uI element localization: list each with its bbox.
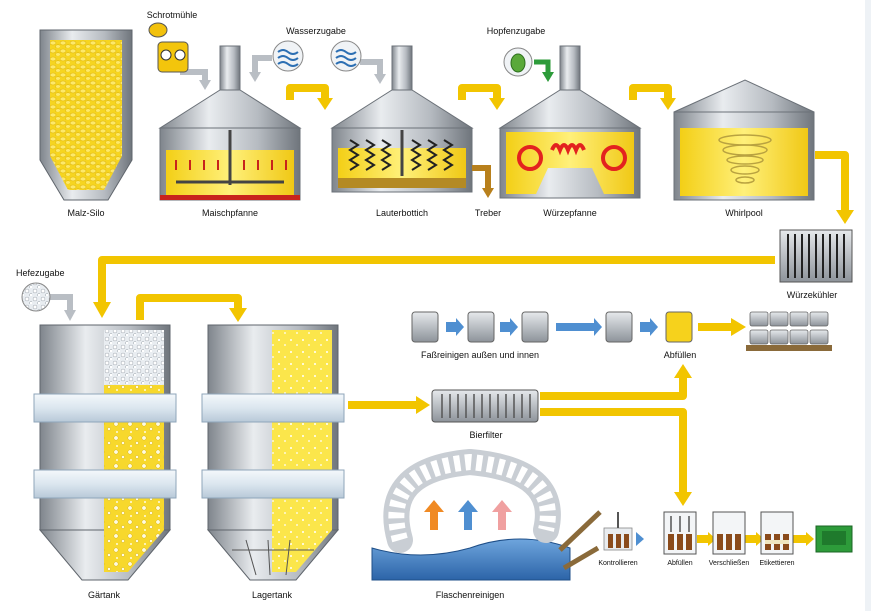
keg-pallet <box>746 311 832 351</box>
flow-arrow-lauter-to-wuerze <box>458 84 501 100</box>
malz-silo <box>39 29 133 201</box>
hop-arrow <box>534 59 551 74</box>
label-gaertank: Gärtank <box>87 590 121 600</box>
flow-arrows <box>98 84 849 543</box>
label-wuerzekuehler: Würzekühler <box>786 290 838 300</box>
label-lagertank: Lagertank <box>251 590 293 600</box>
gaertank-vessel <box>33 324 177 581</box>
wuerzekuehler-cooler <box>779 229 853 283</box>
verschliessen-station <box>712 511 746 555</box>
flow-arrowheads <box>93 98 854 546</box>
label-abfuellen-flasche: Abfüllen <box>667 560 693 567</box>
keg-cleaning-line <box>411 311 693 343</box>
label-wuerzepfanne: Würzepfanne <box>543 208 597 218</box>
label-fassreinigen: Faßreinigen außen und innen <box>420 350 540 360</box>
bottling-stations <box>603 511 853 555</box>
flow-arrow-filter-to-kegfill <box>540 375 687 400</box>
water-wave-icon <box>272 40 304 72</box>
heat-arrows <box>424 500 512 530</box>
malt-grain-icon <box>148 22 168 38</box>
flow-arrow-cooler-to-gaertank <box>98 256 775 305</box>
right-edge-strip <box>865 0 871 611</box>
label-maischpfanne: Maischpfanne <box>201 208 259 218</box>
beer-crate <box>815 525 853 553</box>
bottle-washer <box>371 448 602 581</box>
flow-arrow-maisch-to-lauter <box>286 84 329 100</box>
label-kontrollieren: Kontrollieren <box>598 560 638 567</box>
flow-arrow-wuerze-to-whirlpool <box>629 84 672 100</box>
water-wave-icon <box>330 40 362 72</box>
label-malz-silo: Malz-Silo <box>67 208 105 218</box>
flow-arrow-filter-to-bottling <box>540 408 687 495</box>
label-etikettieren: Etikettieren <box>759 560 795 567</box>
label-flaschenreinigen: Flaschenreinigen <box>435 590 505 600</box>
yeast-icon <box>21 282 51 312</box>
hop-icon <box>503 47 533 77</box>
label-hefezugabe: Hefezugabe <box>16 268 65 278</box>
wuerzepfanne-vessel <box>498 45 642 199</box>
label-whirlpool: Whirlpool <box>725 208 763 218</box>
schrotmuehle-mill <box>148 22 189 73</box>
lauterbottich-vessel <box>330 45 494 198</box>
label-lauterbottich: Lauterbottich <box>375 208 429 218</box>
etikettieren-station <box>760 511 794 555</box>
maischpfanne-vessel <box>158 45 302 201</box>
label-hopfenzugabe: Hopfenzugabe <box>486 26 546 36</box>
gray-arrowheads <box>64 72 386 321</box>
lagertank-vessel <box>201 324 345 581</box>
bierfilter <box>431 389 539 423</box>
treber-outlet <box>472 165 491 190</box>
abfuellen-station <box>663 511 697 555</box>
label-verschliessen: Verschließen <box>708 560 750 567</box>
flow-arrow-gaer-to-lager <box>136 294 242 320</box>
label-schrotmuehle: Schrotmühle <box>146 10 198 20</box>
kontrollieren-station <box>603 512 644 551</box>
flow-arrow-whirlpool-to-cooler <box>815 151 849 212</box>
label-treber: Treber <box>474 208 502 218</box>
label-wasserzugabe: Wasserzugabe <box>286 26 346 36</box>
whirlpool-vessel <box>673 79 815 201</box>
label-abfuellen-fass: Abfüllen <box>663 350 697 360</box>
label-bierfilter: Bierfilter <box>469 430 503 440</box>
